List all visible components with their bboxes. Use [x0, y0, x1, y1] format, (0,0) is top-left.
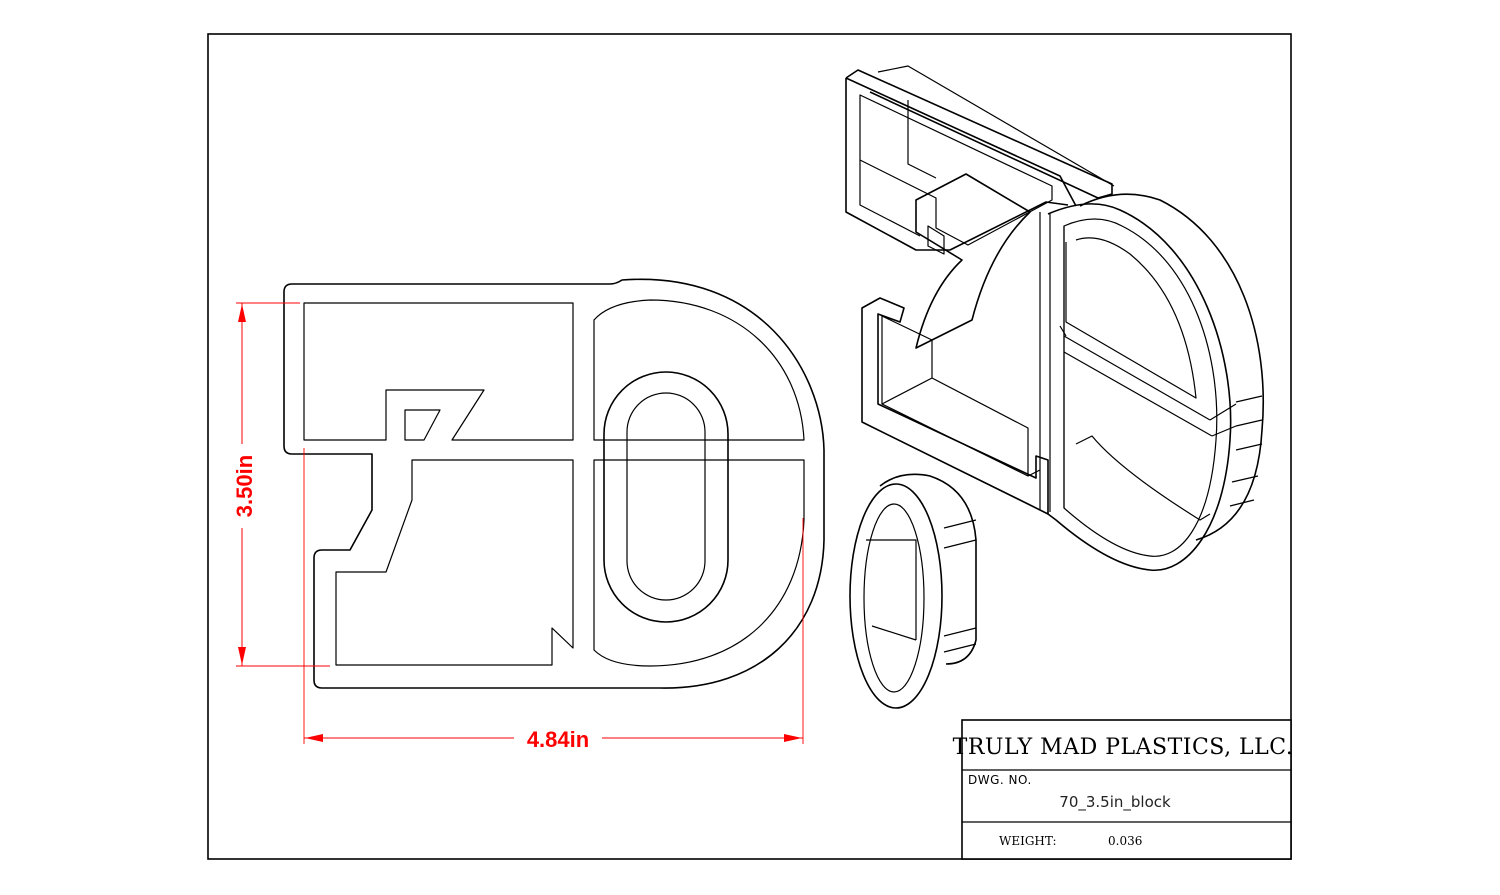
company-name: TRULY MAD PLASTICS, LLC.: [953, 735, 1294, 760]
iso-seven-front-rim: [845, 77, 1077, 251]
iso-seven-lower-inner: [881, 315, 1029, 477]
weight-label: WEIGHT:: [999, 834, 1057, 848]
dwg-no-value: 70_3.5in_block: [1059, 793, 1171, 812]
iso-oval-insert: [849, 473, 977, 709]
iso-oval-front-inner: [863, 503, 925, 693]
dimension-height: 3.50in: [228, 302, 330, 667]
iso-zero-back-steps: [1229, 395, 1263, 507]
dwg-no-label: DWG. NO.: [968, 773, 1032, 787]
seven-bottom-cell: [335, 459, 574, 666]
iso-seven-inner-top: [859, 94, 1053, 246]
title-block-frame: [961, 719, 1292, 860]
front-view-outer-outline: [283, 278, 825, 689]
front-view: [283, 278, 825, 689]
isometric-view: [845, 65, 1265, 571]
weight-value: 0.036: [1108, 834, 1142, 848]
iso-zero-cross-horizontal: [1039, 212, 1213, 510]
iso-seven-diagonal: [915, 173, 1031, 349]
iso-seven-back-rim: [845, 69, 1113, 199]
dimension-width: 4.84in: [303, 448, 804, 752]
iso-seven-diagonal-notch: [927, 225, 945, 255]
iso-oval-back-rim: [943, 519, 977, 653]
width-dimension-label: 4.84in: [527, 727, 589, 752]
iso-zero-back: [1079, 193, 1265, 541]
zero-bottom-cell: [593, 459, 805, 667]
iso-seven-inner-wall: [859, 100, 937, 237]
zero-top-cell: [593, 299, 805, 441]
title-block: TRULY MAD PLASTICS, LLC. DWG. NO. 70_3.5…: [953, 719, 1294, 860]
iso-zero-bottom-cell: [1075, 435, 1211, 521]
seven-notch: [404, 409, 441, 441]
iso-zero-top-cell: [1065, 237, 1197, 399]
iso-oval-back: [879, 473, 977, 665]
iso-seven-top-ridge: [877, 65, 1115, 187]
iso-zero-right-wall: [1209, 403, 1237, 437]
iso-oval-front-outer: [849, 483, 943, 709]
zero-hole-outer: [603, 371, 729, 623]
sheet-border: [207, 33, 1292, 860]
iso-oval-inner-wall: [866, 539, 917, 641]
height-dimension-label: 3.50in: [232, 455, 257, 517]
iso-zero-cross-vertical: [1049, 214, 1065, 512]
iso-zero-front-outer: [1047, 203, 1232, 571]
iso-seven-lower-floor: [881, 377, 1041, 477]
iso-seven-lower-outer: [861, 297, 1049, 515]
seven-top-left-cell: [303, 302, 574, 441]
iso-zero-front-inner: [1063, 218, 1218, 557]
zero-hole-inner: [626, 392, 706, 601]
